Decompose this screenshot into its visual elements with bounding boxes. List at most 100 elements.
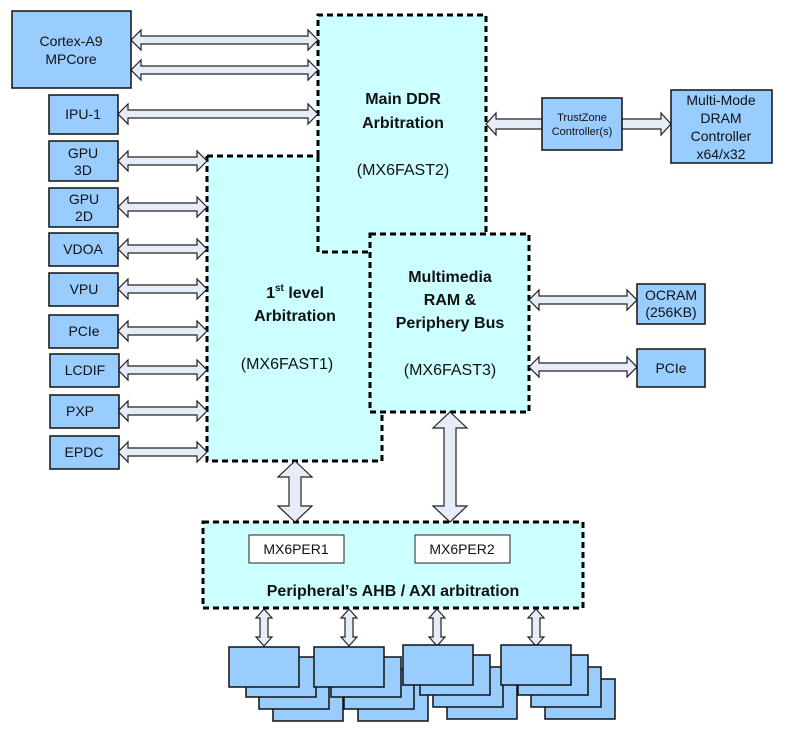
trustzone-label-1: TrustZone: [557, 112, 607, 124]
bus-stack-arrow-3: [427, 608, 447, 647]
dram-label-3: Controller: [691, 128, 752, 144]
peripheral-bus: MX6PER1 MX6PER2 Peripheral’s AHB / AXI a…: [248, 534, 520, 600]
dram-label-1: Multi-Mode: [686, 92, 755, 108]
cortex-a9-box: [11, 10, 132, 89]
memory-controller-blocks: TrustZone Controller(s) Multi-Mode DRAM …: [541, 89, 773, 164]
peripheral-stack-4: [500, 644, 616, 720]
fast1-title-1: 1st level: [266, 283, 324, 302]
pxp-box: [49, 394, 120, 429]
fast2-trustzone-arrow: [485, 111, 543, 137]
fast1-title-rest: level: [284, 285, 324, 302]
fast1-title-2: Arbitration: [254, 308, 336, 325]
fast1-labels: 1st level Arbitration (MX6FAST1): [241, 283, 336, 373]
pcie-right-label: PCIe: [655, 360, 686, 376]
peripheral-bus-outline: [201, 520, 585, 610]
fast2-id: (MX6FAST2): [357, 162, 449, 179]
fast3-id: (MX6FAST3): [404, 362, 496, 379]
fast3-title-1: Multimedia: [408, 269, 492, 286]
epdc-box: [49, 435, 120, 470]
gpu2d-box: [48, 187, 119, 228]
gpu2d-label-1: GPU: [69, 191, 99, 207]
fast2-zone-fill: [318, 15, 486, 252]
vpu-fast1-arrow: [117, 277, 208, 301]
peripheral-stack-2: [313, 646, 429, 722]
peripheral-bus-title: Peripheral’s AHB / AXI arbitration: [267, 583, 520, 600]
arrows: [117, 28, 672, 647]
epdc-label: EPDC: [65, 444, 104, 460]
peripheral-block: [500, 644, 572, 686]
lcdif-fast1-arrow: [117, 358, 208, 382]
fast3-pcie-arrow: [528, 355, 638, 379]
fast1-title-sup: st: [275, 283, 285, 294]
fast1-id: (MX6FAST1): [241, 356, 333, 373]
bus-stack-arrow-2: [339, 608, 359, 647]
fast1-zone-fill: [207, 156, 382, 461]
ipu-fast2-arrow: [117, 102, 319, 126]
fast3-title-2: RAM &: [424, 292, 477, 309]
epdc-fast1-arrow: [117, 440, 208, 464]
pcie-right-box: [636, 348, 706, 388]
gpu3d-fast1-arrow: [117, 149, 208, 173]
pcie-left-box: [48, 314, 119, 349]
fast2-outline: [316, 13, 488, 234]
gpu3d-box: [48, 140, 119, 182]
cortex-fast2-arrow-2: [130, 58, 319, 82]
gpu2d-fast1-arrow: [117, 195, 208, 219]
gpu3d-label-2: 3D: [74, 162, 92, 178]
trustzone-label-2: Controller(s): [552, 126, 613, 138]
mx6per1-label: MX6PER1: [263, 541, 329, 557]
ocram-label-1: OCRAM: [645, 287, 697, 303]
pcie-left-label: PCIe: [68, 323, 99, 339]
fast2-title-2: Arbitration: [362, 115, 444, 132]
bus-stack-arrow-1: [254, 608, 274, 647]
mx6per2-label: MX6PER2: [429, 541, 495, 557]
pxp-label: PXP: [66, 403, 94, 419]
fast3-outline: [368, 232, 531, 414]
lcdif-label: LCDIF: [65, 362, 105, 378]
fast3-title-3: Periphery Bus: [396, 315, 505, 332]
master-blocks: IPU-1 GPU 3D GPU 2D VDOA VPU PCIe LCDIF …: [48, 94, 120, 470]
peripheral-stack-3: [402, 644, 518, 720]
gpu2d-label-2: 2D: [75, 208, 93, 224]
peripheral-block: [313, 646, 385, 688]
cortex-a9-label-1: Cortex-A9: [39, 33, 102, 49]
fast3-labels: Multimedia RAM & Periphery Bus (MX6FAST3…: [396, 269, 505, 379]
bus-stack-arrow-4: [526, 608, 546, 647]
ocram-label-2: (256KB): [645, 304, 696, 320]
cortex-a9-block: Cortex-A9 MPCore: [11, 10, 132, 89]
mx6per2-box: [414, 534, 511, 564]
ocram-box: [636, 283, 706, 325]
fast3-ocram-arrow: [528, 288, 638, 312]
fast2-bottom-outline: [316, 156, 370, 254]
trustzone-box: [541, 97, 623, 151]
pcie-left-fast1-arrow: [117, 319, 208, 343]
mx6per1-box: [248, 534, 345, 564]
cortex-fast2-arrow-1: [130, 28, 319, 52]
peripheral-block: [228, 646, 300, 688]
ipu-box: [48, 94, 119, 135]
fast2-title-1: Main DDR: [365, 91, 441, 108]
fast1-title-num: 1: [266, 285, 275, 302]
vpu-label: VPU: [70, 281, 99, 297]
ipu-label: IPU-1: [65, 106, 101, 122]
fast1-bus-arrow: [276, 460, 314, 523]
vdoa-label: VDOA: [63, 241, 103, 257]
fast3-bus-arrow: [431, 411, 469, 523]
fast3-slave-blocks: OCRAM (256KB) PCIe: [636, 283, 706, 388]
vdoa-fast1-arrow: [117, 237, 208, 261]
zones: [203, 15, 583, 608]
dram-label-2: DRAM: [700, 110, 741, 126]
pxp-fast1-arrow: [117, 399, 208, 423]
peripheral-stacks: [228, 644, 616, 722]
vpu-box: [48, 272, 119, 307]
fast2-labels: Main DDR Arbitration (MX6FAST2): [357, 91, 449, 179]
lcdif-box: [49, 353, 120, 388]
vdoa-box: [48, 232, 119, 267]
cortex-a9-label-2: MPCore: [45, 51, 97, 67]
fast3-zone-fill: [370, 234, 529, 412]
gpu3d-label-1: GPU: [68, 145, 98, 161]
dram-label-4: x64/x32: [696, 146, 745, 162]
trustzone-dram-arrow: [621, 111, 672, 137]
dram-controller-box: [670, 89, 773, 164]
